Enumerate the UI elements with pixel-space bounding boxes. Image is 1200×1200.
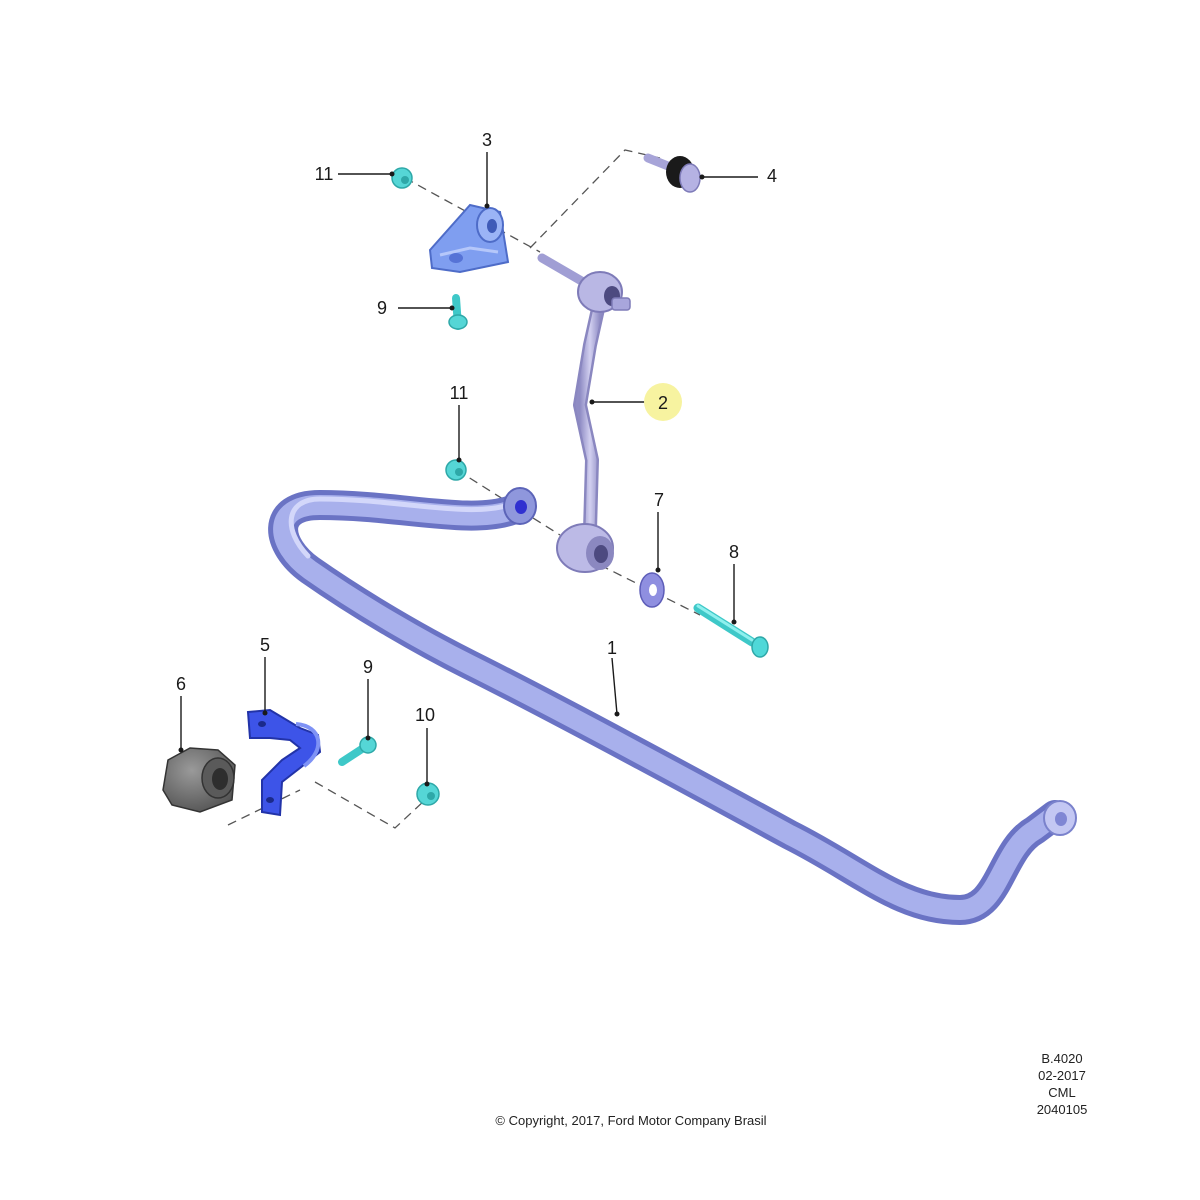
callout-8[interactable]: 8 (729, 542, 739, 562)
bushing-clamp (246, 708, 322, 817)
stabilizer-link (537, 253, 631, 573)
bolt-lower (338, 736, 377, 766)
reference-date: 02-2017 (1038, 1068, 1086, 1083)
stabilizer-bar (268, 487, 1077, 925)
clamp-nut (416, 782, 440, 806)
callout-6[interactable]: 6 (176, 674, 186, 694)
callout-11-upper[interactable]: 11 (315, 164, 334, 184)
bar-bushing (162, 747, 236, 813)
reference-code: B.4020 (1041, 1051, 1083, 1066)
callout-5[interactable]: 5 (260, 635, 270, 655)
callout-2-highlight (644, 383, 682, 421)
link-bracket (428, 203, 510, 274)
callouts: 1 2 3 4 5 6 7 8 9 (176, 130, 777, 787)
callout-9-lower[interactable]: 9 (363, 657, 373, 677)
callout-3[interactable]: 3 (482, 130, 492, 150)
reference-author: CML (1048, 1085, 1076, 1100)
reference-number: 2040105 (1036, 1102, 1088, 1117)
link-nut (643, 153, 701, 193)
nut-lower (445, 459, 467, 481)
callout-4[interactable]: 4 (767, 166, 777, 186)
callout-7[interactable]: 7 (654, 490, 664, 510)
callout-10[interactable]: 10 (415, 705, 435, 725)
callout-1[interactable]: 1 (607, 638, 617, 658)
callout-2[interactable]: 2 (658, 393, 668, 413)
callout-9-upper[interactable]: 9 (377, 298, 387, 318)
washer (639, 572, 665, 608)
copyright-notice: © Copyright, 2017, Ford Motor Company Br… (495, 1113, 767, 1128)
drawing-reference-block: B.4020 02-2017 CML 2040105 (1012, 1050, 1112, 1118)
callout-11-lower[interactable]: 11 (450, 383, 469, 403)
long-bolt (693, 603, 769, 658)
bolt-upper (448, 294, 468, 330)
nut-upper (391, 167, 413, 189)
